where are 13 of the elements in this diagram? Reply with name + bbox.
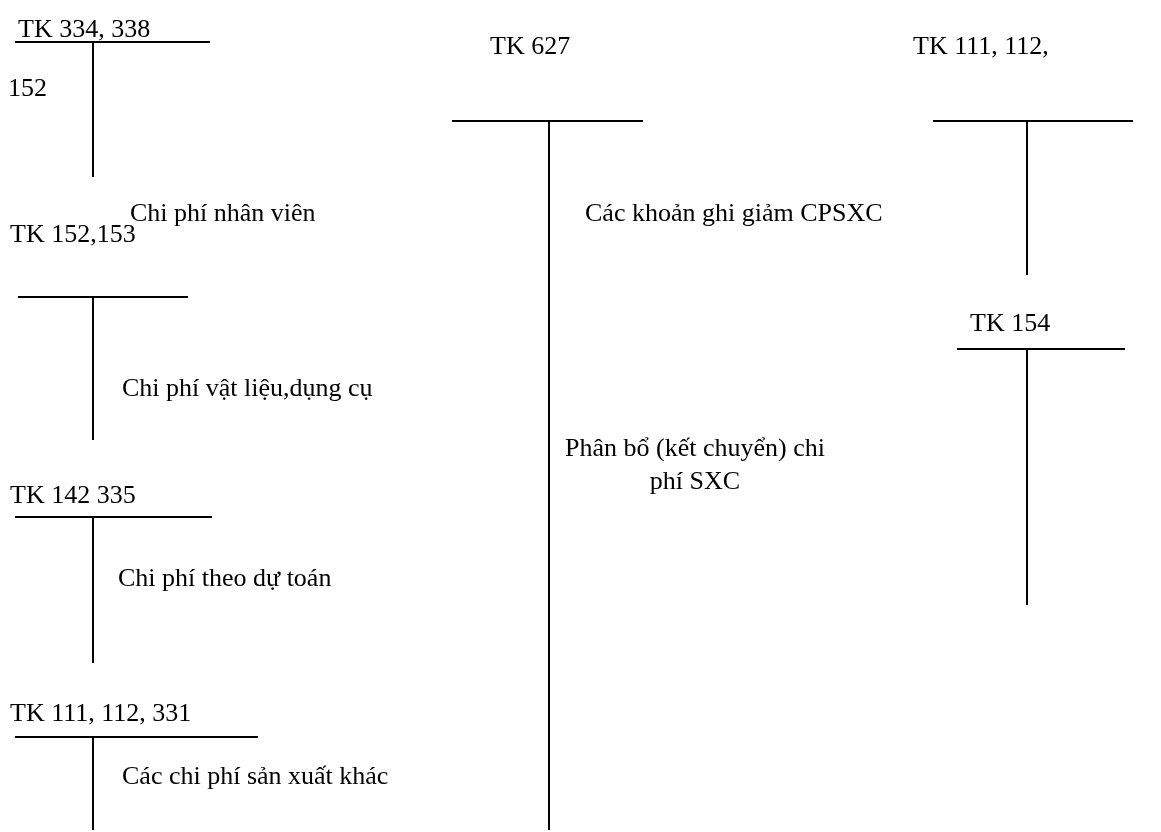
entry-description: Phân bổ (kết chuyển) chi phí SXC — [564, 432, 826, 497]
account-title: TK 334, 338 — [18, 15, 151, 43]
account-title: TK 152,153 — [10, 220, 136, 248]
account-title: TK 154 — [970, 309, 1051, 337]
entry-description: Chi phí theo dự toán — [118, 562, 332, 594]
entry-description: Chi phí vật liệu,dụng cụ — [122, 372, 373, 404]
account-note: 152 — [8, 74, 47, 102]
account-title: TK 111, 112, — [913, 32, 1049, 60]
account-title: TK 111, 112, 331 — [10, 699, 192, 727]
account-title: TK 142 335 — [10, 481, 136, 509]
entry-description: Các khoản ghi giảm CPSXC — [585, 197, 883, 229]
account-title: TK 627 — [490, 32, 571, 60]
entry-description: Các chi phí sản xuất khác — [122, 760, 389, 792]
